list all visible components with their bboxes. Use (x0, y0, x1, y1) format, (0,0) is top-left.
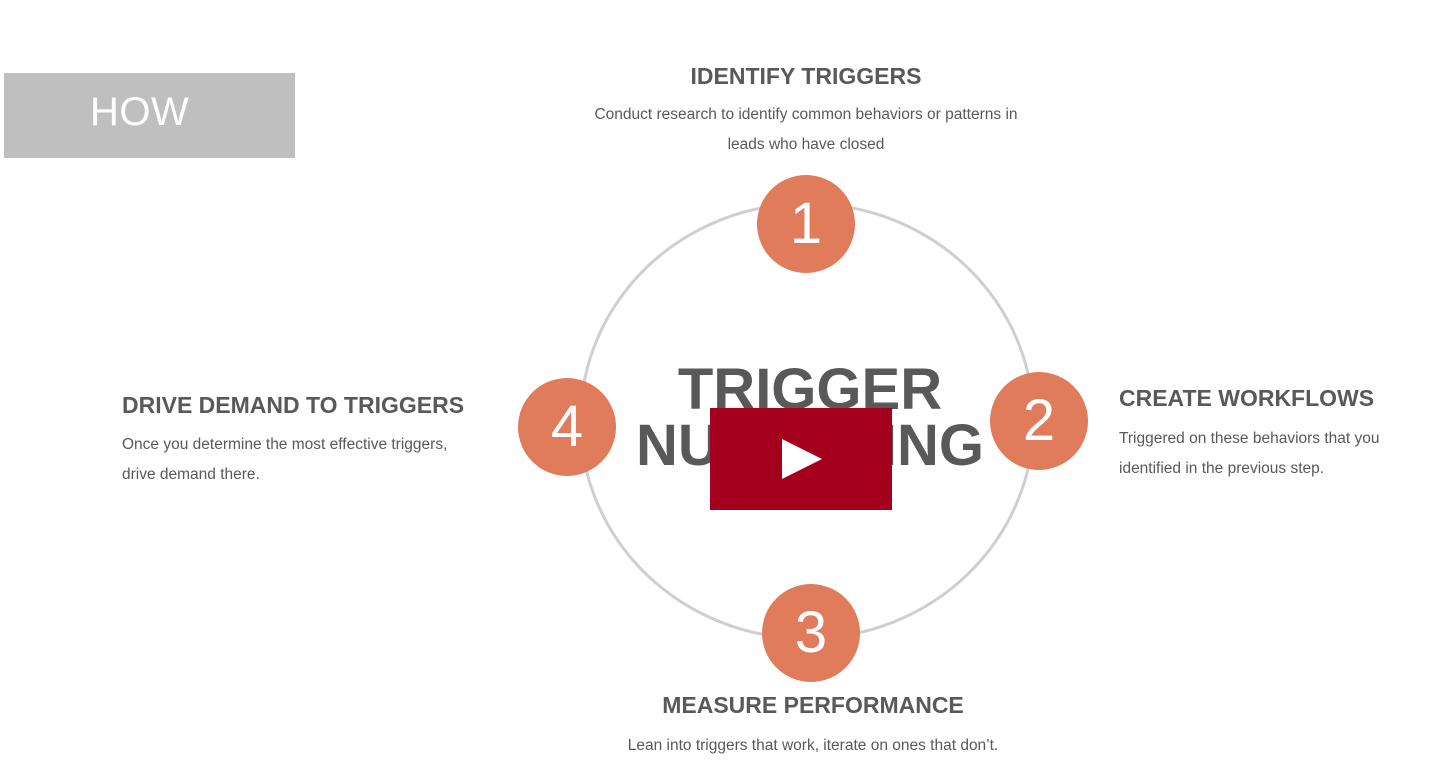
step-1-title: IDENTIFY TRIGGERS (690, 63, 922, 89)
how-header-box (4, 73, 295, 158)
step-1-description-line-1: Conduct research to identify common beha… (594, 106, 1018, 123)
step-3-description: Lean into triggers that work, iterate on… (627, 737, 999, 754)
step-4-description-line-2: drive demand there. (122, 466, 260, 483)
step-2-description: Triggered on these behaviors that you id… (1119, 424, 1439, 484)
step-2-description-line-1: Triggered on these behaviors that you (1119, 430, 1380, 447)
step-4-number-circle: 4 (518, 378, 616, 476)
step-2-title: CREATE WORKFLOWS (1119, 385, 1375, 411)
how-header-label: HOW (90, 90, 190, 134)
step-3-title: MEASURE PERFORMANCE (662, 692, 964, 718)
step-3-number-circle: 3 (762, 584, 860, 682)
step-2-description-line-2: identified in the previous step. (1119, 460, 1325, 477)
step-4-description: Once you determine the most effective tr… (122, 430, 502, 490)
step-4-description-line-1: Once you determine the most effective tr… (122, 436, 448, 453)
play-icon (782, 439, 822, 479)
step-1-description-line-2: leads who have closed (727, 136, 885, 153)
video-play-button[interactable] (710, 408, 892, 510)
step-4-title: DRIVE DEMAND TO TRIGGERS (122, 392, 465, 418)
step-1-number-circle: 1 (757, 175, 855, 273)
step-2-number-circle: 2 (990, 372, 1088, 470)
step-1-description: Conduct research to identify common beha… (0, 100, 1452, 160)
